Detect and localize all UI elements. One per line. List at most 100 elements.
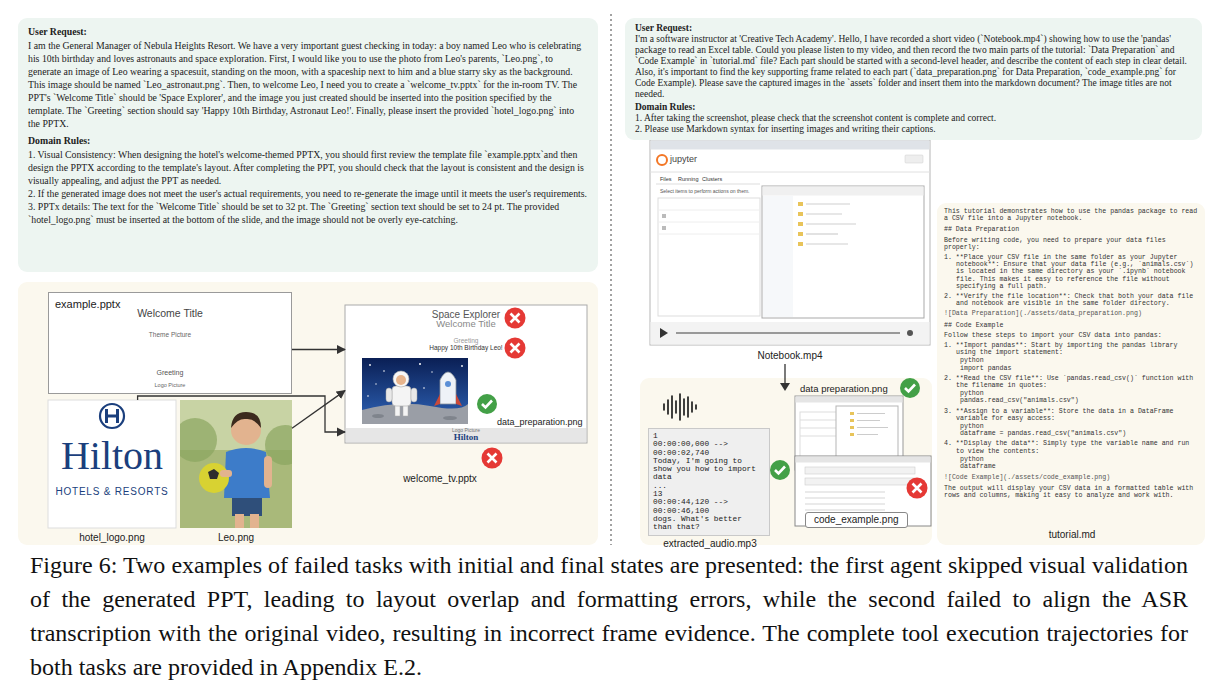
arrow-connector: [292, 391, 345, 429]
notebook-video-frame-part: [650, 140, 930, 345]
rule-text: 3. PPTx details: The text for the `Welco…: [28, 200, 588, 226]
arrow-connector: [138, 396, 345, 432]
cross-icon: [907, 478, 928, 499]
notebook-video-frame-part: [907, 330, 913, 336]
logo-wordmark: Hilton: [48, 436, 176, 476]
notebook-video-frame-part-part: [798, 242, 803, 246]
data-preparation-screenshot-part-part: [857, 420, 880, 421]
notebook-video-frame-part-part: [798, 222, 803, 226]
waveform-icon-part: [671, 396, 673, 418]
welcome-slide-artwork-part: [443, 416, 457, 420]
data-preparation-screenshot-part-part: [800, 420, 840, 421]
check-icon: [477, 394, 497, 414]
markdown-code-line: python: [944, 423, 1200, 430]
check-icon: [770, 460, 790, 480]
data-preparation-screenshot-part-part: [850, 419, 854, 422]
data-preparation-screenshot-part-part: [800, 436, 840, 437]
slide-placeholder: Welcome Title: [345, 318, 587, 329]
request-panel: User Request:I'm a software instructor a…: [625, 18, 1202, 140]
markdown-list-item: 1. **Place your CSV file in the same fol…: [944, 254, 1200, 290]
welcome-slide-artwork-part: [362, 404, 468, 424]
panel-grounds-part: [611, 14, 612, 545]
markdown-text: The output will display your CSV data in…: [944, 485, 1200, 499]
file-name: hotel_logo.png: [48, 532, 176, 543]
waveform-icon-part: [691, 402, 693, 412]
markdown-list-item: 4. **Display the data**: Simply type the…: [944, 440, 1200, 454]
markdown-list-item: 2. **Read the CSV file**: Use `pandas.re…: [944, 375, 1200, 389]
markdown-heading: ## Code Example: [944, 322, 1200, 329]
code-example-screenshot-part-part: [805, 492, 885, 493]
overlay-label: data_preparation.png: [497, 417, 583, 427]
waveform-icon-part: [683, 399, 685, 415]
subtitle-text: dogs. What's better than that?: [653, 515, 765, 532]
waveform-icon-part: [663, 404, 665, 410]
markdown-code-line: pandas.read_csv("animals.csv"): [944, 397, 1200, 404]
cross-icon-part: [482, 448, 503, 469]
subtitle-gap: ...: [653, 482, 765, 490]
waveform-icon-part: [695, 405, 697, 409]
welcome-slide-artwork-part: [396, 375, 406, 385]
cross-icon-part: [913, 484, 922, 493]
check-icon: [900, 378, 920, 398]
leo-photo-part: [220, 470, 232, 477]
welcome-slide-artwork-part: [419, 363, 421, 365]
welcome-slide-artwork-part: [367, 395, 369, 397]
slide-placeholder: Welcome Title: [49, 307, 291, 319]
notebook-video-frame-part: [806, 204, 856, 244]
markdown-heading: ## Data Preparation: [944, 226, 1200, 233]
hilton-logo-image-part: [48, 400, 176, 528]
slide-placeholder: Greeting: [49, 369, 291, 376]
image-file: Leo.png: [180, 400, 292, 528]
cross-icon-part: [907, 478, 928, 499]
markdown-code-line: python: [944, 357, 1200, 364]
down-arrow-part: [784, 364, 785, 384]
request-text: I'm a software instructor at 'Creative T…: [635, 34, 1192, 100]
subtitle-box: 100:00:00,000 --> 00:00:02,740Today, I'm…: [648, 428, 770, 536]
section-heading: User Request:: [28, 25, 588, 38]
file-name: data preparation.png: [800, 383, 888, 394]
markdown-text: Before writing code, you need to prepare…: [944, 237, 1200, 251]
waveform-icon-part: [687, 397, 689, 417]
file-name: extracted_audio.mp3: [639, 538, 781, 550]
file-name: welcome_tv.pptx: [365, 473, 515, 484]
markdown-image-link: ![Data Preparation](./assets/data_prepar…: [944, 310, 1200, 317]
welcome-slide-artwork-part: [393, 371, 409, 387]
notebook-video-frame-part: [658, 234, 760, 235]
notebook-video-frame-part: [656, 184, 760, 185]
data-preparation-screenshot-part: [857, 414, 888, 435]
code-example-screenshot-part-part: [805, 504, 885, 505]
check-icon-part: [477, 394, 497, 414]
hilton-logo-image: [48, 400, 176, 528]
arrow-connector: [292, 349, 345, 350]
request-text: I am the General Manager of Nebula Heigh…: [28, 39, 588, 130]
template-slide: example.pptxWelcome TitleTheme PictureGr…: [48, 292, 292, 394]
welcome-slide-artwork-part: [440, 372, 456, 404]
code-example-screenshot-part-part: [805, 510, 885, 511]
app-logo-text: jupyter: [670, 154, 697, 164]
rule-text: 1. After taking the screenshot, please c…: [635, 113, 1192, 124]
panel-grounds-part: [937, 203, 1205, 545]
rule-text: 2. Please use Markdown syntax for insert…: [635, 124, 1192, 135]
welcome-slide-artwork-part: [386, 388, 392, 402]
slide-greeting: Happy 10th Birthday Leo!: [345, 344, 587, 351]
rule-text: 1. Visual Consistency: When designing th…: [28, 148, 588, 187]
welcome-slide-artwork-part: [431, 371, 432, 372]
hilton-logo-image-part: [105, 415, 119, 418]
tab-label: Clusters: [702, 176, 722, 182]
leo-photo-part: [231, 412, 261, 428]
welcome-slide-artwork-part: [372, 414, 384, 418]
markdown-list-item: 3. **Assign to a variable**: Store the d…: [944, 408, 1200, 422]
data-preparation-screenshot-part-part: [850, 412, 854, 415]
subtitle-time: 00:00:00,000 --> 00:00:02,740: [653, 440, 765, 457]
notebook-video-frame-part: [662, 226, 666, 230]
cross-icon-part: [511, 314, 520, 323]
notebook-video-frame-part: [763, 187, 924, 196]
notebook-video-frame-part: [660, 328, 668, 338]
code-example-screenshot-part: [796, 457, 931, 463]
data-preparation-screenshot-part-part: [857, 434, 878, 435]
file-name: Leo.png: [180, 532, 292, 543]
slide-placeholder: Logo Picture: [49, 382, 291, 388]
notebook-video-frame: [650, 140, 930, 345]
cross-icon-part: [505, 338, 526, 359]
